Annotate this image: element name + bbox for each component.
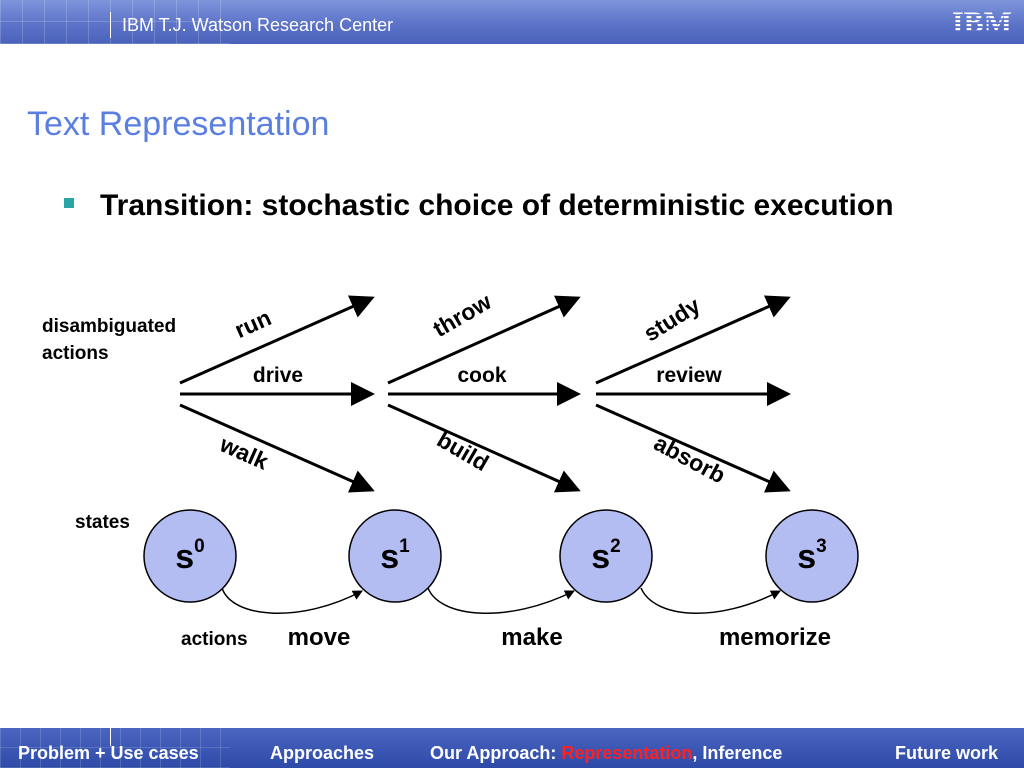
footer-divider: [110, 728, 111, 746]
state-symbol: s: [797, 538, 816, 576]
ibm-logo: IBM: [948, 4, 1016, 38]
nav-approaches[interactable]: Approaches: [270, 743, 375, 763]
nav-future-work[interactable]: Future work: [895, 743, 999, 763]
state-index: 1: [399, 536, 410, 557]
mid-action-label: review: [656, 364, 722, 387]
up-arrow: [179, 295, 375, 385]
footer-grid-pattern: [0, 728, 230, 768]
nav-our-approach-suffix: , Inference: [692, 743, 783, 763]
mid-action-label: drive: [253, 364, 303, 387]
state-symbol: s: [380, 538, 399, 576]
header-divider: [110, 12, 111, 38]
footer-bar: [0, 728, 1024, 768]
down-arrow: [179, 403, 375, 493]
transition-label: make: [501, 624, 562, 651]
research-center-name: IBM T.J. Watson Research Center: [122, 15, 394, 35]
state-index: 3: [816, 536, 827, 557]
state-node: s3: [765, 509, 859, 603]
header-grid-pattern: [0, 0, 230, 44]
mid-action-label: cook: [457, 364, 506, 387]
action-stage: run drive walk: [179, 295, 375, 493]
up-arrow: [387, 295, 581, 385]
actions-label: actions: [181, 629, 248, 650]
disambiguated-actions-label-line1: disambiguated: [42, 316, 176, 337]
transition-arrow: [640, 587, 781, 614]
state-node: s0: [143, 509, 237, 603]
transition-arrow: [427, 587, 575, 614]
action-stage: throw cook build: [387, 288, 581, 493]
up-action-label: run: [231, 304, 275, 343]
down-arrow: [387, 403, 581, 493]
disambiguated-actions-label-line2: actions: [42, 343, 109, 364]
states-label: states: [75, 512, 130, 533]
bullet-text: Transition: stochastic choice of determi…: [100, 189, 894, 222]
bullet-square-icon: [64, 198, 74, 208]
svg-text:s2: s2: [591, 536, 621, 576]
state-index: 0: [194, 536, 205, 557]
svg-text:s3: s3: [797, 536, 827, 576]
state-node: s2: [559, 509, 653, 603]
nav-representation-highlight: Representation: [561, 743, 693, 763]
nav-problem-use-cases[interactable]: Problem + Use cases: [18, 743, 199, 763]
state-node: s1: [348, 509, 442, 603]
transition-arrow: [221, 587, 363, 614]
slide-title: Text Representation: [27, 105, 330, 143]
down-action-label: absorb: [650, 429, 730, 488]
down-arrow: [595, 403, 791, 493]
state-symbol: s: [591, 538, 610, 576]
svg-text:s1: s1: [380, 536, 410, 576]
up-action-label: throw: [428, 288, 495, 342]
nav-our-approach-prefix: Our Approach:: [430, 743, 562, 763]
svg-text:s0: s0: [175, 536, 205, 576]
transition-label: move: [288, 624, 351, 651]
down-action-label: build: [433, 426, 494, 476]
down-action-label: walk: [215, 430, 272, 475]
state-index: 2: [610, 536, 621, 557]
nav-our-approach[interactable]: Our Approach: Representation, Inference: [430, 743, 782, 764]
action-stage: study review absorb: [595, 292, 791, 493]
up-arrow: [595, 295, 791, 385]
transition-label: memorize: [719, 624, 831, 651]
header-bar: IBM T.J. Watson Research Center IBM: [0, 0, 1024, 44]
state-symbol: s: [175, 538, 194, 576]
